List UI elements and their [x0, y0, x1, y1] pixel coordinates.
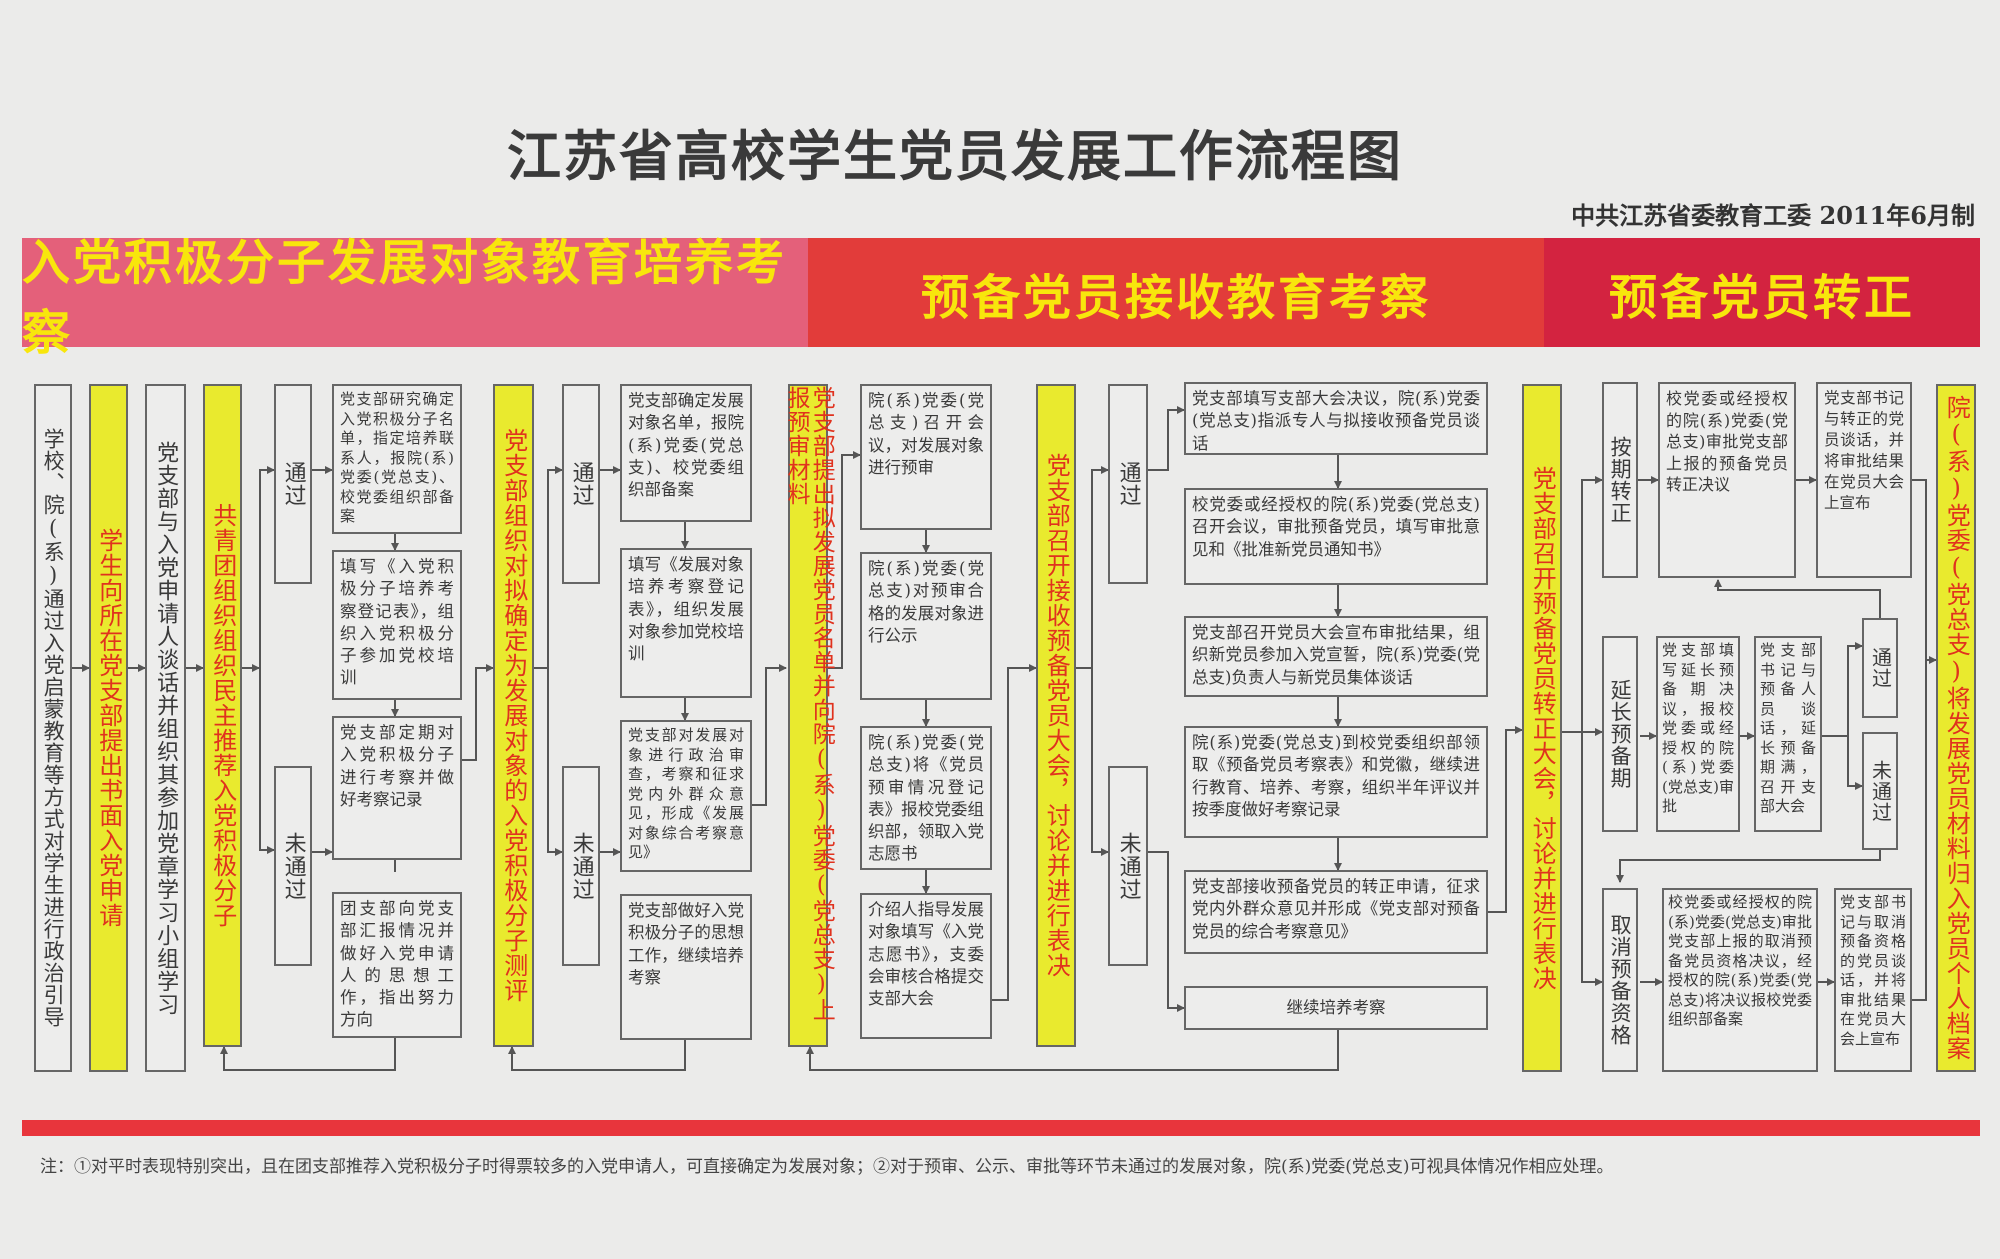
step-a1: 党支部研究确定入党积极分子名单，指定培养联系人，报院(系)党委(党总支)、校党委… [332, 384, 462, 534]
step-d3: 党支部召开党员大会宣布审批结果，组织新党员参加入党宣誓，院(系)党委(党总支)负… [1184, 616, 1488, 697]
outcome-extend: 延长预备期 [1602, 636, 1638, 832]
decision-fail-2: 未通过 [562, 766, 600, 966]
step-g2: 党支部书记与取消预备资格的党员谈话，并将审批结果在党员大会上宣布 [1834, 888, 1912, 1072]
step-f1: 党支部填写延长预备期决议，报校党委或经授权的院(系)党委(党总支)审批 [1656, 636, 1740, 832]
step-c3: 院(系)党委(党总支)将《党员预审情况登记表》报校党委组织部，领取入党志愿书 [860, 726, 992, 870]
decision-pass-4: 通过 [1862, 618, 1898, 718]
issuer-line: 中共江苏省委教育工委 2011年6月制 [1571, 201, 1975, 230]
stage-band-3: 预备党员转正 [1544, 238, 1980, 347]
step-d4: 院(系)党委(党总支)到校党委组织部领取《预备党员考察表》和党徽，继续进行教育、… [1184, 726, 1488, 838]
step-g1: 校党委或经授权的院(系)党委(党总支)审批党支部上报的取消预备党员资格决议，经授… [1662, 888, 1818, 1072]
footer-rule [22, 1120, 1980, 1136]
outcome-on-time: 按期转正 [1602, 382, 1638, 578]
step-a2: 填写《入党积极分子培养考察登记表》，组织入党积极分子参加党校培训 [332, 550, 462, 700]
footnote: 注：①对平时表现特别突出，且在团支部推荐入党积极分子时得票较多的入党申请人，可直… [40, 1157, 1614, 1177]
step-political-guidance: 学校、院(系)通过入党启蒙教育等方式对学生进行政治引导 [34, 384, 72, 1072]
decision-pass-1: 通过 [274, 384, 312, 584]
decision-pass-2: 通过 [562, 384, 600, 584]
step-a4: 团支部向党支部汇报情况并做好入党申请人的思想工作，指出努力方向 [332, 892, 462, 1038]
step-e2: 党支部书记与转正的党员谈话，并将审批结果在党员大会上宣布 [1816, 382, 1912, 578]
step-submit-application: 学生向所在党支部提出书面入党申请 [89, 384, 128, 1072]
step-f2: 党支部书记与预备人员谈话，延长预备期满，召开支部大会 [1754, 636, 1822, 832]
step-b3: 党支部对发展对象进行政治审查，考察和征求党内外群众意见，形成《发展对象综合考察意… [620, 720, 752, 872]
step-evaluate-candidates: 党支部组织对拟确定为发展对象的入党积极分子测评 [493, 384, 534, 1047]
step-regularization-meeting: 党支部召开预备党员转正大会，讨论并进行表决 [1522, 384, 1562, 1072]
step-a3: 党支部定期对入党积极分子进行考察并做好考察记录 [332, 716, 462, 860]
step-report-prereview: 党支部提出拟发展党员名单并向院(系)党委(党总支)上报预审材料 [783, 384, 834, 1047]
step-d1: 党支部填写支部大会决议，院(系)党委(党总支)指派专人与拟接收预备党员谈话 [1184, 382, 1488, 455]
step-d6: 继续培养考察 [1184, 986, 1488, 1030]
step-c4: 介绍人指导发展对象填写《入党志愿书》，支委会审核合格提交支部大会 [860, 893, 992, 1039]
step-b2: 填写《发展对象培养考察登记表》，组织发展对象参加党校培训 [620, 548, 752, 698]
step-e1: 校党委或经授权的院(系)党委(党总支)审批党支部上报的预备党员转正决议 [1658, 382, 1796, 578]
decision-fail-4: 未通过 [1862, 732, 1898, 850]
outcome-cancel: 取消预备资格 [1602, 888, 1638, 1072]
step-branch-talk: 党支部与入党申请人谈话并组织其参加党章学习小组学习 [145, 384, 186, 1072]
step-archive-materials: 院(系)党委(党总支)将发展党员材料归入党员个人档案 [1936, 384, 1976, 1072]
chart-title: 江苏省高校学生党员发展工作流程图 [507, 124, 1403, 188]
step-c1: 院(系)党委(党总支)召开会议，对发展对象进行预审 [860, 384, 992, 530]
step-b1: 党支部确定发展对象名单，报院(系)党委(党总支)、校党委组织部备案 [620, 384, 752, 522]
stage-band-2: 预备党员接收教育考察 [808, 238, 1544, 347]
step-b4: 党支部做好入党积极分子的思想工作，继续培养考察 [620, 894, 752, 1040]
step-league-recommend: 共青团组织组织民主推荐入党积极分子 [203, 384, 242, 1047]
decision-fail-3: 未通过 [1108, 766, 1148, 966]
step-c2: 院(系)党委(党总支)对预审合格的发展对象进行公示 [860, 552, 992, 700]
step-accept-meeting: 党支部召开接收预备党员大会，讨论并进行表决 [1036, 384, 1076, 1047]
step-d5: 党支部接收预备党员的转正申请，征求党内外群众意见并形成《党支部对预备党员的综合考… [1184, 870, 1488, 954]
decision-pass-3: 通过 [1108, 384, 1148, 584]
step-d2: 校党委或经授权的院(系)党委(党总支)召开会议，审批预备党员，填写审批意见和《批… [1184, 488, 1488, 585]
decision-fail-1: 未通过 [274, 766, 312, 966]
